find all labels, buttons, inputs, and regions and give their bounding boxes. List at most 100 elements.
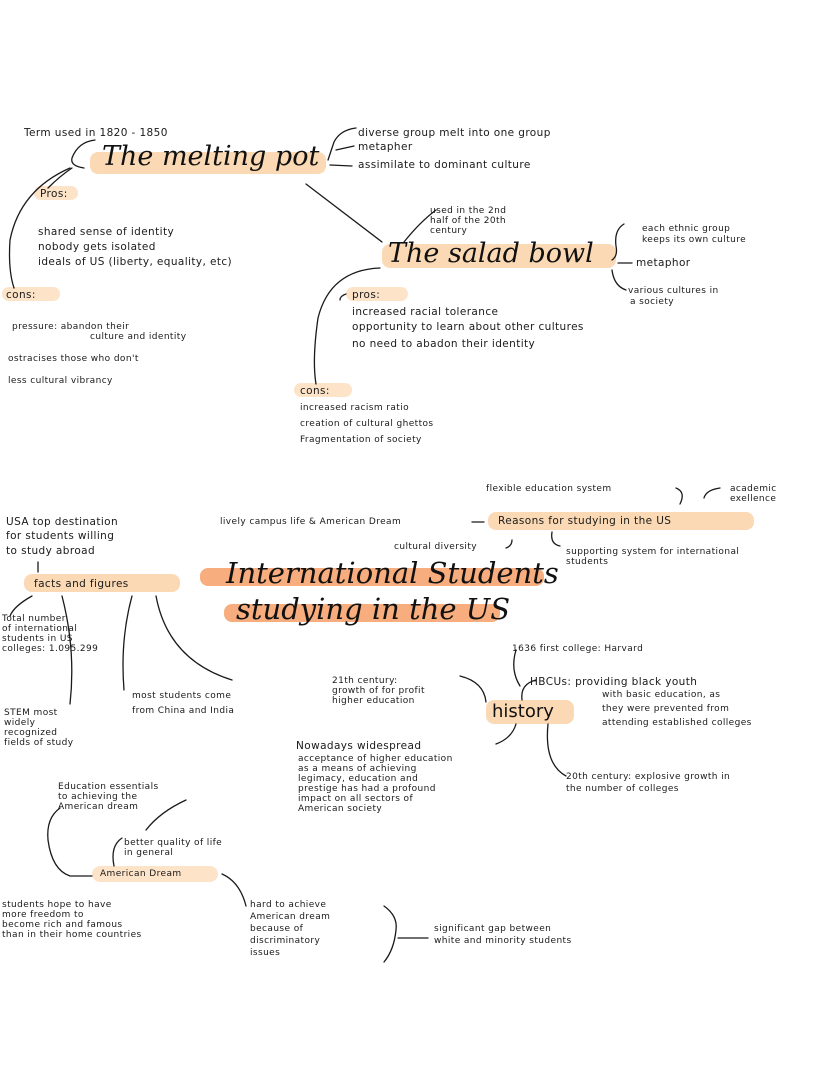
dream-better-2: in general: [124, 848, 174, 858]
facts-most-1: most students come: [132, 691, 232, 701]
facts-usa-3: to study abroad: [6, 545, 96, 557]
salad-pros-label: pros:: [352, 289, 381, 301]
dream-ess-2: to achieving the: [58, 792, 138, 802]
facts-stem-4: fields of study: [4, 738, 74, 748]
main-title-line-2: studying in the US: [236, 592, 511, 626]
salad-cons-highlight: [294, 383, 352, 397]
facts-stem-2: widely: [4, 718, 36, 728]
dream-gap-2: white and minority students: [434, 936, 572, 946]
salad-pros-3: no need to abadon their identity: [352, 338, 536, 350]
main-title-highlight-2: [224, 604, 500, 622]
history-highlight: [486, 700, 574, 724]
salad-cons-2: creation of cultural ghettos: [300, 419, 434, 429]
salad-pros-1: increased racial tolerance: [352, 306, 499, 318]
salad-bowl-highlight: [382, 244, 616, 268]
main-title-line-1: International Students: [226, 556, 559, 590]
history-label: history: [492, 701, 554, 722]
melting-pot-highlight: [90, 152, 326, 174]
melting-cons-label: cons:: [6, 289, 36, 301]
facts-stem-1: STEM most: [4, 708, 58, 718]
melting-pros-2: nobody gets isolated: [38, 241, 156, 253]
reasons-academic-1: academic: [730, 484, 777, 494]
reasons-support-1: supporting system for international: [566, 547, 740, 557]
melting-cons-2: ostracises those who don't: [8, 354, 139, 364]
salad-right-4: various cultures in: [628, 286, 719, 296]
history-now-5: prestige has had a profound: [298, 784, 436, 794]
melting-cons-pressure-2: culture and identity: [90, 332, 187, 342]
history-now-1: Nowadays widespread: [296, 740, 422, 752]
history-hbcus-4: attending established colleges: [602, 718, 752, 728]
history-hbcus-1: HBCUs: providing black youth: [530, 676, 698, 688]
history-first: 1636 first college: Harvard: [512, 644, 644, 654]
facts-usa-2: for students willing: [6, 530, 115, 542]
melting-pros-label: Pros:: [40, 188, 68, 200]
melting-cons-pressure-1: pressure: abandon their: [12, 322, 130, 332]
history-21-1: 21th century:: [332, 676, 398, 686]
facts-total-3: students in US: [2, 634, 73, 644]
history-21-3: higher education: [332, 696, 415, 706]
melting-right-3: assimilate to dominant culture: [358, 159, 531, 171]
dream-ess-1: Education essentials: [58, 782, 159, 792]
reasons-support-2: students: [566, 557, 609, 567]
dream-hope-4: than in their home countries: [2, 930, 142, 940]
reasons-cultural: cultural diversity: [394, 542, 477, 552]
melting-pros-1: shared sense of identity: [38, 226, 175, 238]
facts-total-1: Total number: [2, 614, 66, 624]
melting-cons-highlight: [2, 287, 60, 301]
dream-hard-4: discriminatory: [250, 936, 321, 946]
melting-right-2: metapher: [358, 141, 413, 153]
main-title-highlight-1: [200, 568, 544, 586]
dream-highlight: [92, 866, 218, 882]
reasons-highlight: [488, 512, 754, 530]
history-now-2: acceptance of higher education: [298, 754, 453, 764]
facts-label: facts and figures: [34, 578, 129, 590]
salad-used-1: used in the 2nd: [430, 206, 507, 216]
facts-highlight: [24, 574, 180, 592]
salad-used-3: century: [430, 226, 468, 236]
salad-right-3: metaphor: [636, 257, 691, 269]
facts-total-2: of international: [2, 624, 78, 634]
salad-cons-3: Fragmentation of society: [300, 435, 422, 445]
reasons-academic-2: exellence: [730, 494, 777, 504]
history-20-2: the number of colleges: [566, 784, 679, 794]
history-hbcus-3: they were prevented from: [602, 704, 730, 714]
salad-cons-label: cons:: [300, 385, 330, 397]
dream-gap-1: significant gap between: [434, 924, 552, 934]
facts-most-2: from China and India: [132, 706, 235, 716]
melting-pot-title: The melting pot: [102, 141, 320, 172]
history-20-1: 20th century: explosive growth in: [566, 772, 731, 782]
facts-usa-1: USA top destination: [6, 516, 119, 528]
reasons-flexible: flexible education system: [486, 484, 612, 494]
dream-ess-3: American dream: [58, 802, 139, 812]
dream-hope-2: more freedom to: [2, 910, 84, 920]
history-now-6: impact on all sectors of: [298, 794, 414, 804]
dream-better-1: better quality of life: [124, 838, 223, 848]
salad-pros-highlight: [346, 287, 408, 301]
facts-stem-3: recognized: [4, 728, 58, 738]
history-hbcus-2: with basic education, as: [602, 690, 721, 700]
salad-pros-2: opportunity to learn about other culture…: [352, 321, 584, 333]
melting-pros-3: ideals of US (liberty, equality, etc): [38, 256, 233, 268]
dream-hard-3: because of: [250, 924, 304, 934]
history-now-3: as a means of achieving: [298, 764, 417, 774]
salad-right-2: keeps its own culture: [642, 235, 747, 245]
salad-bowl-title: The salad bowl: [388, 238, 594, 269]
melting-term-used: Term used in 1820 - 1850: [24, 127, 168, 139]
melting-pros-highlight: [34, 186, 78, 200]
dream-hard-5: issues: [250, 948, 281, 958]
salad-used-2: half of the 20th: [430, 216, 507, 226]
salad-right-1: each ethnic group: [642, 224, 731, 234]
melting-right-1: diverse group melt into one group: [358, 127, 551, 139]
dream-hope-3: become rich and famous: [2, 920, 123, 930]
melting-cons-3: less cultural vibrancy: [8, 376, 113, 386]
reasons-lively: lively campus life & American Dream: [220, 517, 402, 527]
history-21-2: growth of for profit: [332, 686, 425, 696]
dream-hard-2: American dream: [250, 912, 331, 922]
dream-hope-1: students hope to have: [2, 900, 112, 910]
history-now-4: legimacy, education and: [298, 774, 419, 784]
dream-label: American Dream: [100, 869, 182, 879]
salad-cons-1: increased racism ratio: [300, 403, 410, 413]
facts-total-4: colleges: 1.095.299: [2, 644, 99, 654]
reasons-label: Reasons for studying in the US: [498, 515, 672, 527]
